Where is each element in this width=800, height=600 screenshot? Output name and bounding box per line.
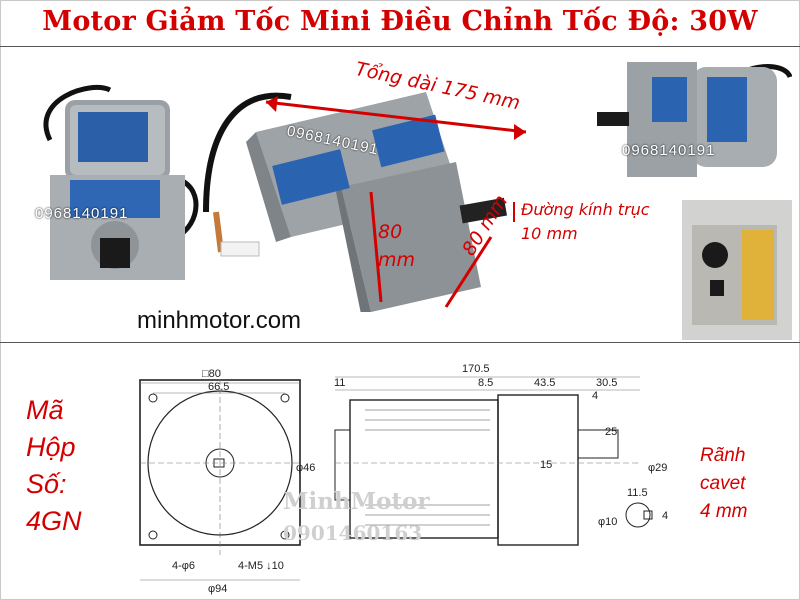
dim-25: 25 bbox=[605, 426, 617, 438]
dim-thread: 4-M5 ↓10 bbox=[238, 560, 284, 572]
gearbox-code: Mã Hộp Số: 4GN bbox=[26, 392, 82, 540]
drawing-watermark-name: MinhMotor bbox=[283, 488, 430, 515]
keyway-note: Rãnh cavet 4 mm bbox=[700, 442, 748, 526]
dim-11: 11 bbox=[334, 377, 345, 389]
keyway-note-line2: cavet bbox=[700, 473, 746, 494]
dim-square: □80 bbox=[202, 368, 221, 380]
motor-photo-side bbox=[203, 92, 526, 312]
gearbox-code-line4: 4GN bbox=[26, 506, 82, 536]
flange-height-label: 80 mm bbox=[378, 221, 416, 271]
gearbox-code-line3: Số: bbox=[26, 469, 67, 499]
dim-170-5: 170.5 bbox=[462, 363, 490, 375]
dim-pcd: 66.5 bbox=[208, 381, 229, 393]
dim-phi10: φ10 bbox=[598, 516, 617, 528]
page-title: Motor Giảm Tốc Mini Điều Chỉnh Tốc Độ: 3… bbox=[42, 6, 758, 37]
dim-11-5: 11.5 bbox=[627, 487, 648, 499]
dim-8-5: 8.5 bbox=[478, 377, 493, 389]
motor-photo-right bbox=[597, 62, 792, 177]
phone-watermark-3: 0968140191 bbox=[622, 142, 716, 159]
dim-15: 15 bbox=[540, 459, 552, 471]
drawing-watermark-phone: 0901460163 bbox=[283, 521, 423, 545]
website-label: minhmotor.com bbox=[137, 307, 302, 334]
dim-4b: 4 bbox=[662, 510, 668, 522]
title-divider bbox=[0, 46, 800, 47]
dim-4: 4 bbox=[592, 390, 598, 402]
shaft-diameter-label: Đường kính trục 10 mm bbox=[521, 200, 650, 243]
dim-holes: 4-φ6 bbox=[172, 560, 195, 572]
dim-phi94: φ94 bbox=[208, 583, 227, 595]
speed-controller-photo bbox=[682, 200, 792, 340]
keyway-note-line3: 4 mm bbox=[700, 501, 748, 522]
keyway-note-line1: Rãnh bbox=[700, 445, 746, 466]
gearbox-code-line1: Mã bbox=[26, 395, 64, 425]
dim-phi29: φ29 bbox=[648, 462, 667, 474]
dim-30-5: 30.5 bbox=[596, 377, 617, 389]
technical-drawing: □80 66.5 4-φ6 4-M5 ↓10 φ94 170.5 11 8.5 … bbox=[139, 363, 668, 595]
motor-photo-front bbox=[43, 84, 199, 280]
dim-43-5: 43.5 bbox=[534, 377, 555, 389]
phone-watermark-1: 0968140191 bbox=[35, 205, 129, 222]
section-divider bbox=[0, 342, 800, 343]
gearbox-code-line2: Hộp bbox=[26, 432, 76, 462]
dim-phi46: φ46 bbox=[296, 462, 315, 474]
